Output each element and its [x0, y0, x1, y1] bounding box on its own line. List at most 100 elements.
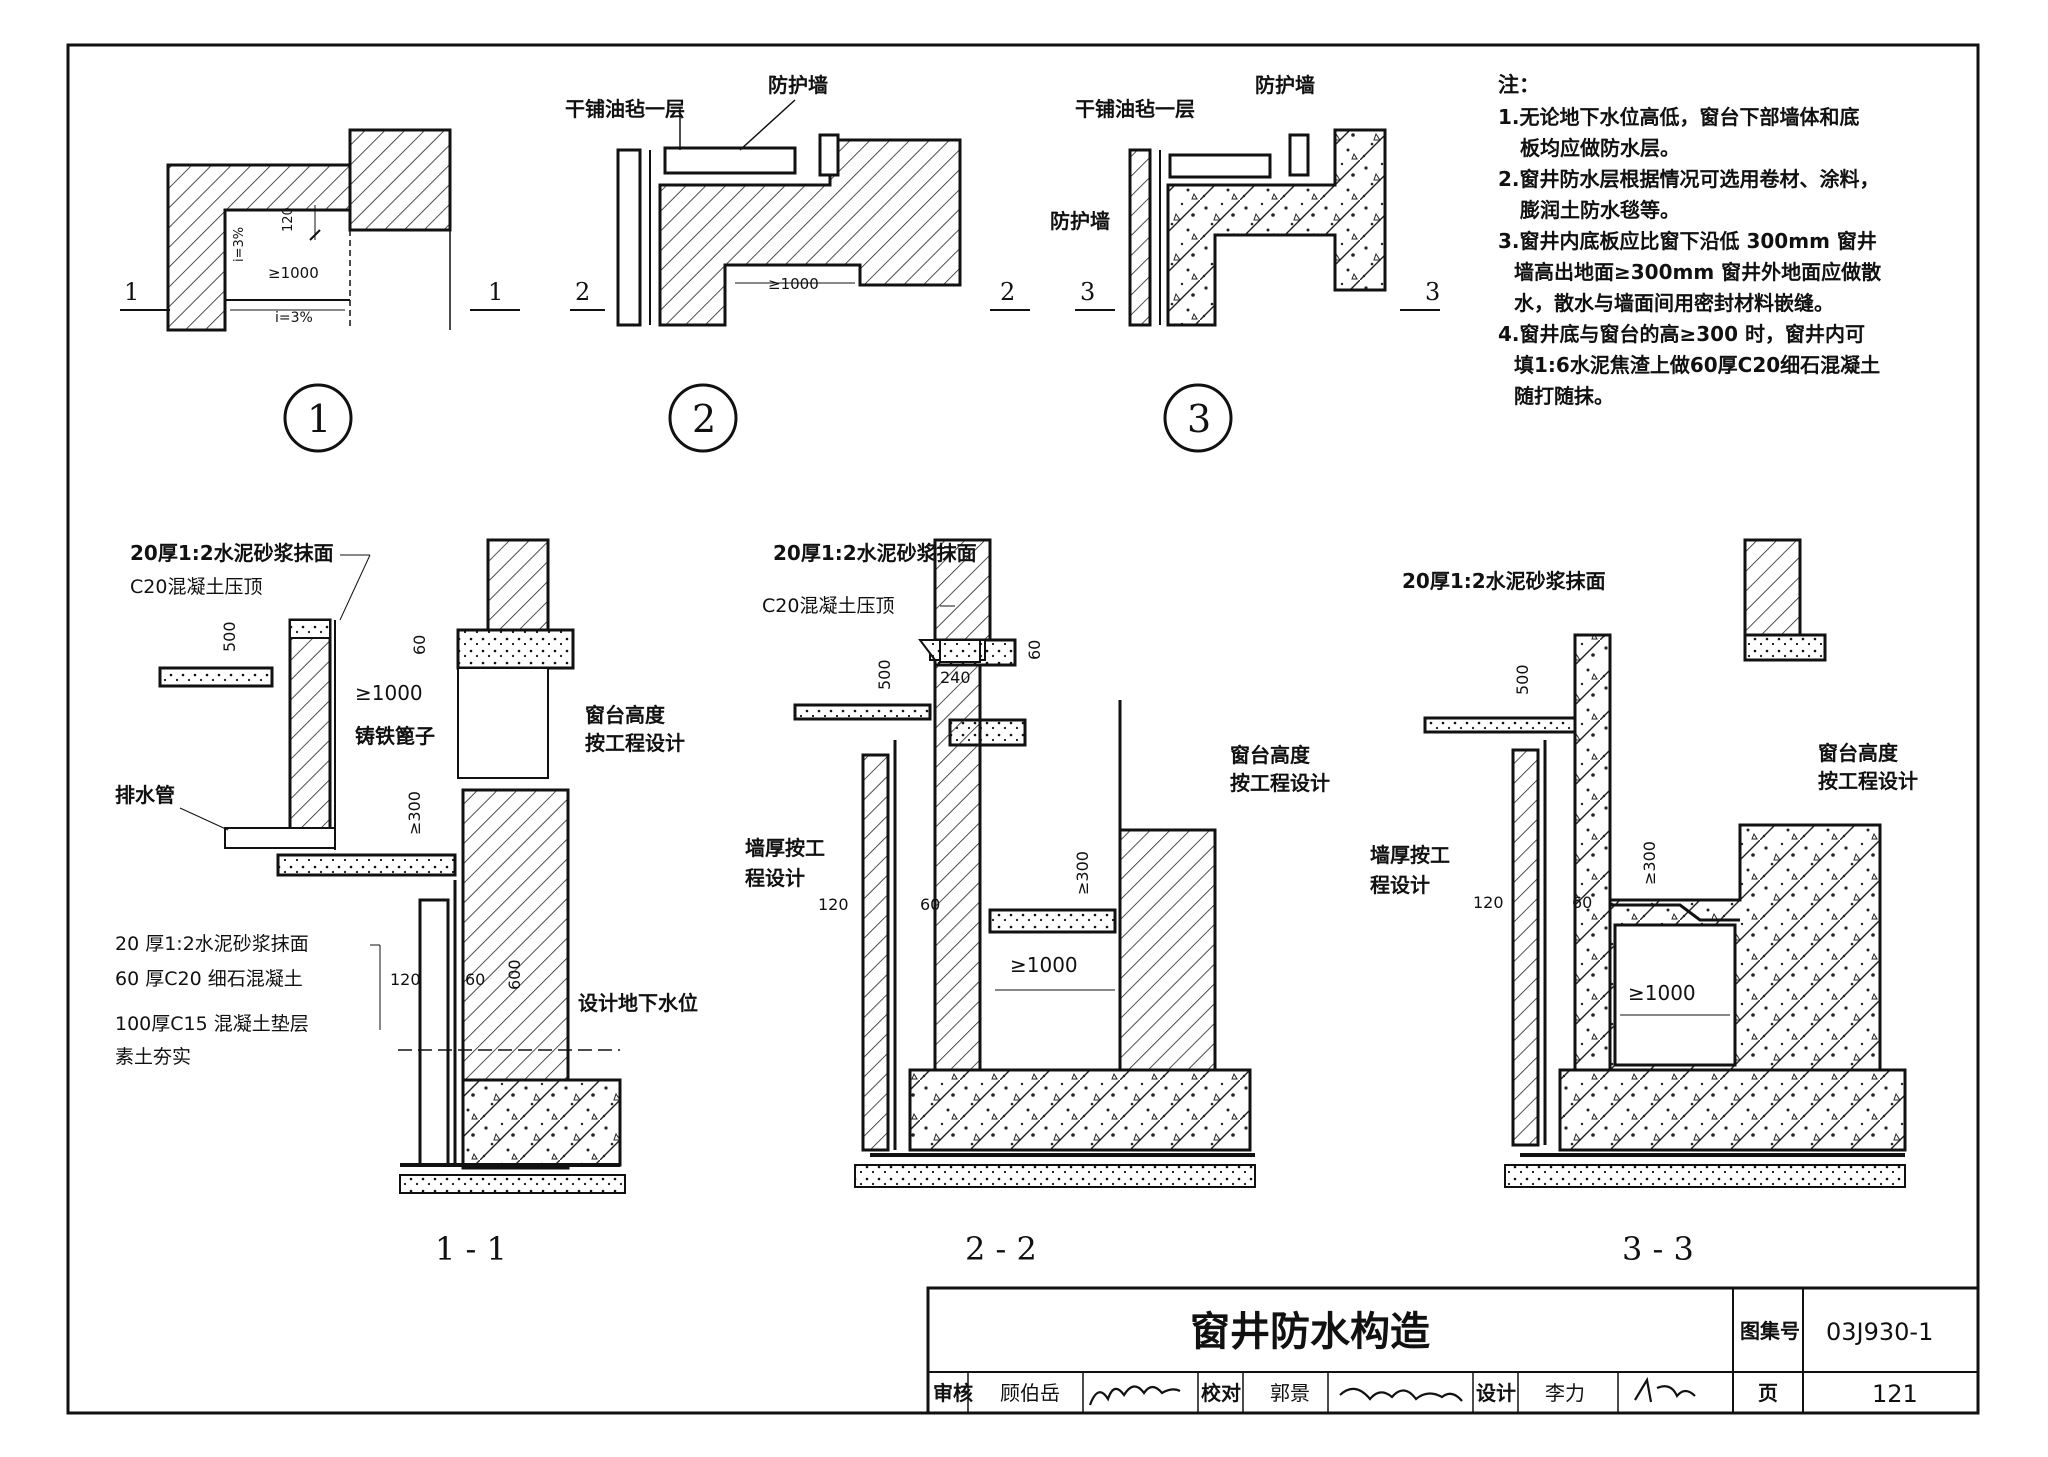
s1-dim-500: 500 — [220, 621, 239, 652]
d1-slope-b: i=3% — [275, 310, 313, 326]
design-label: 设计 — [1476, 1381, 1516, 1405]
reviewer-signature — [1088, 1385, 1181, 1406]
s3-sill-2: 按工程设计 — [1818, 769, 1918, 793]
d1-slope-a: i=3% — [232, 227, 247, 262]
note-line-3: 2.窗井防水层根据情况可选用卷材、涂料， — [1498, 167, 1880, 191]
s2-sill-2: 按工程设计 — [1230, 771, 1330, 795]
note-line-10: 随打随抹。 — [1514, 384, 1614, 408]
s1-drain: 排水管 — [115, 783, 175, 807]
d2-dim-1000: ≥1000 — [768, 275, 819, 293]
d1-cut-left: 1 — [124, 278, 139, 306]
s1-layer-3: 100厚C15 混凝土垫层 — [115, 1013, 309, 1035]
reviewer-name: 顾伯岳 — [1000, 1381, 1060, 1405]
notes-heading: 注： — [1498, 73, 1540, 97]
s3-dim-1000: ≥1000 — [1628, 981, 1696, 1005]
note-line-2: 板均应做防水层。 — [1520, 136, 1680, 160]
section-2-2: 20厚1:2水泥砂浆抹面 C20混凝土压顶 500 240 60 窗台高度 按工… — [745, 538, 1330, 1268]
s2-sill: 窗台高度 — [1230, 743, 1311, 767]
s1-dim-120: 120 — [390, 970, 421, 989]
d1-dim-120: 120 — [281, 207, 296, 232]
check-label: 校对 — [1201, 1381, 1241, 1405]
d3-cut-right: 3 — [1425, 278, 1440, 306]
designer-signature — [1634, 1376, 1696, 1403]
page-number: 121 — [1872, 1380, 1918, 1408]
note-line-7: 水，散水与墙面间用密封材料嵌缝。 — [1514, 291, 1834, 315]
s2-dim-500: 500 — [875, 659, 894, 690]
s2-dim-120: 120 — [818, 895, 849, 914]
d1-circle-label: 1 — [307, 397, 331, 441]
title-block: 窗井防水构造 图集号 03J930-1 审核 顾伯岳 校对 郭景 设计 李力 页… — [926, 1286, 1980, 1415]
review-label: 审核 — [933, 1381, 973, 1405]
d1-dim-1000: ≥1000 — [268, 264, 319, 282]
notes-block: 注： 1.无论地下水位高低，窗台下部墙体和底 板均应做防水层。 2.窗井防水层根… — [1498, 73, 1882, 408]
detail-2-marker — [668, 383, 738, 453]
s2-dim-300: ≥300 — [1073, 851, 1092, 895]
d3-cut-left: 3 — [1080, 278, 1095, 306]
s3-mortar-top: 20厚1:2水泥砂浆抹面 — [1402, 569, 1606, 593]
d3-protect-side-label: 防护墙 — [1050, 209, 1110, 233]
s2-dim-60b: 60 — [920, 895, 940, 914]
s1-sill: 窗台高度 — [585, 703, 666, 727]
s1-sill-2: 按工程设计 — [585, 731, 685, 755]
s1-dim-60: 60 — [410, 635, 429, 655]
s2-wall-2: 程设计 — [745, 866, 805, 890]
s1-grate: 铸铁篦子 — [355, 724, 435, 748]
note-line-6: 墙高出地面≥300mm 窗井外地面应做散 — [1514, 260, 1882, 284]
note-line-5: 3.窗井内底板应比窗下沿低 300mm 窗井 — [1498, 229, 1877, 253]
detail-2: ≥1000 干铺油毡一层 防护墙 2 2 2 — [565, 73, 1030, 453]
d3-protect-label: 防护墙 — [1255, 73, 1315, 97]
s1-dim-60b: 60 — [465, 970, 485, 989]
note-line-8: 4.窗井底与窗台的高≥300 时，窗井内可 — [1498, 322, 1865, 346]
s3-sill: 窗台高度 — [1818, 741, 1899, 765]
detail-3: 干铺油毡一层 防护墙 防护墙 3 3 3 — [1050, 73, 1440, 453]
s1-c20-cap: C20混凝土压顶 — [130, 576, 262, 598]
d2-cut-right: 2 — [1000, 278, 1015, 306]
d2-felt-label: 干铺油毡一层 — [565, 97, 685, 121]
d1-cut-right: 1 — [488, 278, 503, 306]
s2-wall: 墙厚按工 — [745, 836, 825, 860]
d2-protect-label: 防护墙 — [768, 73, 828, 97]
s1-dim-600: 600 — [505, 959, 524, 990]
checker-name: 郭景 — [1270, 1381, 1310, 1405]
s1-mortar-top: 20厚1:2水泥砂浆抹面 — [130, 541, 334, 565]
page-label: 页 — [1758, 1381, 1778, 1405]
s3-dim-500: 500 — [1513, 664, 1532, 695]
s3-wall: 墙厚按工 — [1370, 843, 1450, 867]
s1-title: 1 - 1 — [435, 1230, 507, 1268]
note-line-4: 膨润土防水毯等。 — [1519, 198, 1680, 222]
detail-3-marker — [1163, 383, 1233, 453]
s3-title: 3 - 3 — [1622, 1230, 1694, 1268]
s1-dim-1000: ≥1000 — [355, 681, 423, 705]
s1-water-level: 设计地下水位 — [578, 991, 698, 1015]
atlas-label: 图集号 — [1740, 1319, 1800, 1343]
checker-signature — [1339, 1387, 1463, 1402]
s3-dim-120: 120 — [1473, 893, 1504, 912]
s3-dim-60b: 60 — [1572, 893, 1592, 912]
s2-c20-cap: C20混凝土压顶 — [762, 595, 894, 617]
s2-title: 2 - 2 — [965, 1230, 1037, 1268]
s3-dim-300: ≥300 — [1640, 841, 1659, 885]
detail-1: i=3% 120 ≥1000 i=3% 1 1 1 — [120, 128, 520, 453]
d3-circle-label: 3 — [1187, 397, 1211, 441]
section-1-1: 20厚1:2水泥砂浆抹面 C20混凝土压顶 500 60 ≥1000 铸铁篦子 … — [115, 538, 698, 1268]
s2-mortar-top: 20厚1:2水泥砂浆抹面 — [773, 541, 977, 565]
s2-dim-1000: ≥1000 — [1010, 953, 1078, 977]
d2-cut-left: 2 — [575, 278, 590, 306]
note-line-9: 填1:6水泥焦渣上做60厚C20细石混凝土 — [1514, 353, 1880, 377]
s1-layer-1: 20 厚1:2水泥砂浆抹面 — [115, 933, 309, 955]
atlas-number: 03J930-1 — [1826, 1318, 1933, 1346]
drawing-title: 窗井防水构造 — [1190, 1309, 1430, 1355]
d2-circle-label: 2 — [692, 397, 716, 441]
s1-dim-300: ≥300 — [405, 791, 424, 835]
section-3-3: 20厚1:2水泥砂浆抹面 500 窗台高度 按工程设计 墙厚按工 程设计 120… — [1370, 538, 1918, 1268]
d3-felt-label: 干铺油毡一层 — [1075, 97, 1195, 121]
s3-wall-2: 程设计 — [1370, 873, 1430, 897]
s2-dim-60: 60 — [1025, 640, 1044, 660]
s1-layer-2: 60 厚C20 细石混凝土 — [115, 968, 303, 990]
s1-layer-4: 素土夯实 — [115, 1046, 191, 1068]
designer-name: 李力 — [1545, 1381, 1585, 1405]
note-line-1: 1.无论地下水位高低，窗台下部墙体和底 — [1498, 105, 1860, 129]
detail-1-marker — [283, 383, 353, 453]
s2-dim-240: 240 — [940, 668, 971, 687]
